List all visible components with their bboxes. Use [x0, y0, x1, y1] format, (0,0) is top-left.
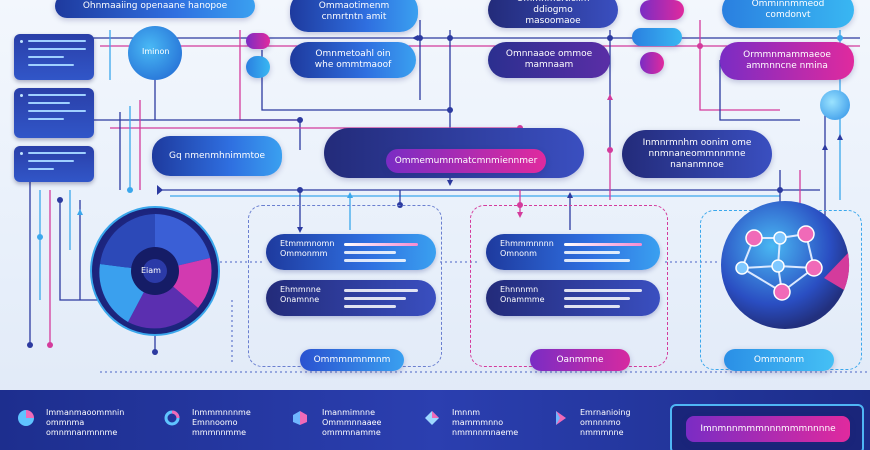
panel-2-row-2-title: Ehnnnmn	[500, 285, 539, 294]
top-chip-magenta[interactable]	[640, 0, 684, 20]
panel-1-row-1-meter-c	[344, 259, 406, 262]
footer-bar: Immanmaoommnin ommnma omnmnanmnnme Inmmm…	[0, 390, 870, 450]
second-node-1[interactable]: Omnmetoahl oin whe ommtmaoof	[290, 42, 416, 78]
footer-item-2: Inmmmnnnme Emnnoomo mmmnnmme	[192, 408, 251, 437]
panel-1-row-2-label: Ehmmnne Onamnne	[280, 285, 321, 305]
top-node-2[interactable]: Ommaotimenm cnmrtntn amit	[290, 0, 418, 32]
panel-1-row-1-title: Etmmmnomn	[280, 239, 335, 248]
middle-node-right[interactable]: Inmnrmnhm oonim ome nnmnaneommnnmne nana…	[622, 130, 772, 178]
panel-2-row-2-label: Ehnnnmn Onammme	[500, 285, 545, 305]
chip-small-magenta[interactable]	[246, 33, 270, 49]
pie-icon	[18, 410, 34, 426]
footer-cta-frame: Imnmnnmmmnnnmmmnnnne	[670, 404, 864, 450]
panel-2-button[interactable]: Oanmmne	[530, 349, 630, 371]
middle-node-right-label: Inmnrmnhm oonim ome nnmnaneommnnmne nana…	[642, 137, 752, 170]
panel-1-row-2[interactable]: Ehmmnne Onamnne	[266, 280, 436, 316]
diamond-icon	[425, 411, 439, 425]
panel-2-row-1[interactable]: Ehmmmnnnn Omnonm	[486, 234, 660, 270]
panel-2-row-1-meter-b	[564, 251, 620, 254]
middle-node-center-label: Ommemumnmatcmnmiennmer	[394, 155, 538, 166]
triangle-icon	[556, 411, 566, 425]
top-node-3[interactable]: Ommnmerticiim ddiogmo masoomaoe	[488, 0, 618, 28]
side-card-3[interactable]	[14, 146, 94, 182]
segment-wheel[interactable]	[88, 204, 222, 338]
panel-2-row-2-meter-a	[564, 289, 642, 292]
panel-1-row-1-label: Etmmmnomn Ommonmm	[280, 239, 334, 259]
panel-1-button-label: Ommmnmnmnm	[313, 354, 391, 365]
panel-2-button-label: Oanmmne	[556, 354, 604, 365]
second-chip-magenta[interactable]	[640, 52, 664, 74]
panel-1-row-2-sub: Onamnne	[280, 295, 320, 304]
footer-item-5: Emrnanioing omnnnmo nmmmnne	[580, 408, 631, 437]
top-circle-node[interactable]: Iminon	[128, 26, 182, 80]
second-node-3-label: Ormmnmammaeoe ammnncne nmina	[743, 50, 831, 71]
middle-node-left-label: Gq nmenmhnimmtoe	[168, 150, 266, 161]
footer-cta-button[interactable]: Imnmnnmmmnnnmmmnnnne	[686, 416, 850, 442]
panel-2-row-1-meter-c	[564, 259, 630, 262]
top-node-2-label: Ommaotimenm cnmrtntn amit	[318, 1, 390, 22]
panel-1-row-2-meter-a	[344, 289, 418, 292]
panel-2-row-1-label: Ehmmmnnnn Omnonm	[500, 239, 554, 259]
network-graph[interactable]	[718, 198, 852, 332]
top-circle-label: Iminon	[142, 47, 170, 56]
top-node-3-label: Ommnmerticiim ddiogmo masoomaoe	[516, 0, 589, 26]
side-card-1[interactable]	[14, 34, 94, 80]
second-node-2[interactable]: Omnnaaoe ommoe mamnaam	[488, 42, 610, 78]
panel-1-row-1-sub: Ommonmm	[280, 249, 328, 258]
chip-small-cyan[interactable]	[246, 56, 270, 78]
footer-item-3: Imanmimnne Ommmnnaaee ommmnamme	[322, 408, 382, 437]
panel-2-row-2[interactable]: Ehnnnmn Onammme	[486, 280, 660, 316]
footer-item-1: Immanmaoommnin ommnma omnmnanmnnme	[46, 408, 125, 437]
top-node-1[interactable]: Ohnmaaiing openaane hanopoe	[55, 0, 255, 18]
panel-2-row-2-sub: Onammme	[500, 295, 545, 304]
middle-node-center-inner[interactable]: Ommemumnmatcmnmiennmer	[386, 149, 546, 173]
top-node-1-label: Ohnmaaiing openaane hanopoe	[82, 0, 228, 11]
panel-1-button[interactable]: Ommmnmnmnm	[300, 349, 404, 371]
panel-2-row-1-meter-a	[564, 243, 642, 246]
second-node-1-label: Omnmetoahl oin whe ommtmaoof	[314, 49, 392, 70]
panel-2-row-2-meter-c	[564, 305, 620, 308]
footer-item-4: Imnnm mammmnno nmmnnmnaeme	[452, 408, 519, 437]
panel-1-row-1[interactable]: Etmmmnomn Ommonmm	[266, 234, 436, 270]
panel-1-row-2-title: Ehmmnne	[280, 285, 321, 294]
second-node-2-label: Omnnaaoe ommoe mamnaam	[505, 49, 593, 70]
network-button[interactable]: Ommnonm	[724, 349, 834, 371]
middle-node-left[interactable]: Gq nmenmhnimmtoe	[152, 136, 282, 176]
panel-1-row-2-meter-b	[344, 297, 406, 300]
top-chip-cyan[interactable]	[632, 28, 682, 46]
panel-2-row-2-meter-b	[564, 297, 630, 300]
footer-cta-label: Imnmnnmmmnnnmmmnnnne	[700, 423, 836, 434]
panel-1-row-1-meter-b	[344, 251, 396, 254]
panel-2-row-1-title: Ehmmmnnnn	[500, 239, 554, 248]
panel-1-row-1-meter-a	[344, 243, 418, 246]
ring-icon	[164, 410, 180, 426]
wheel-label: Eiam	[141, 266, 161, 275]
panel-1-row-2-meter-c	[344, 305, 396, 308]
middle-node-center[interactable]: Ommemumnmatcmnmiennmer	[324, 128, 584, 178]
right-small-circle[interactable]	[820, 90, 850, 120]
network-button-label: Ommnonm	[753, 354, 805, 365]
panel-2-row-1-sub: Omnonm	[500, 249, 537, 258]
top-node-4[interactable]: Omminnmmeod comdonvt	[722, 0, 854, 28]
top-node-4-label: Omminnmmeod comdonvt	[751, 0, 825, 20]
cube-icon	[293, 411, 307, 425]
second-node-3[interactable]: Ormmnmammaeoe ammnncne nmina	[720, 42, 854, 80]
side-card-2[interactable]	[14, 88, 94, 138]
